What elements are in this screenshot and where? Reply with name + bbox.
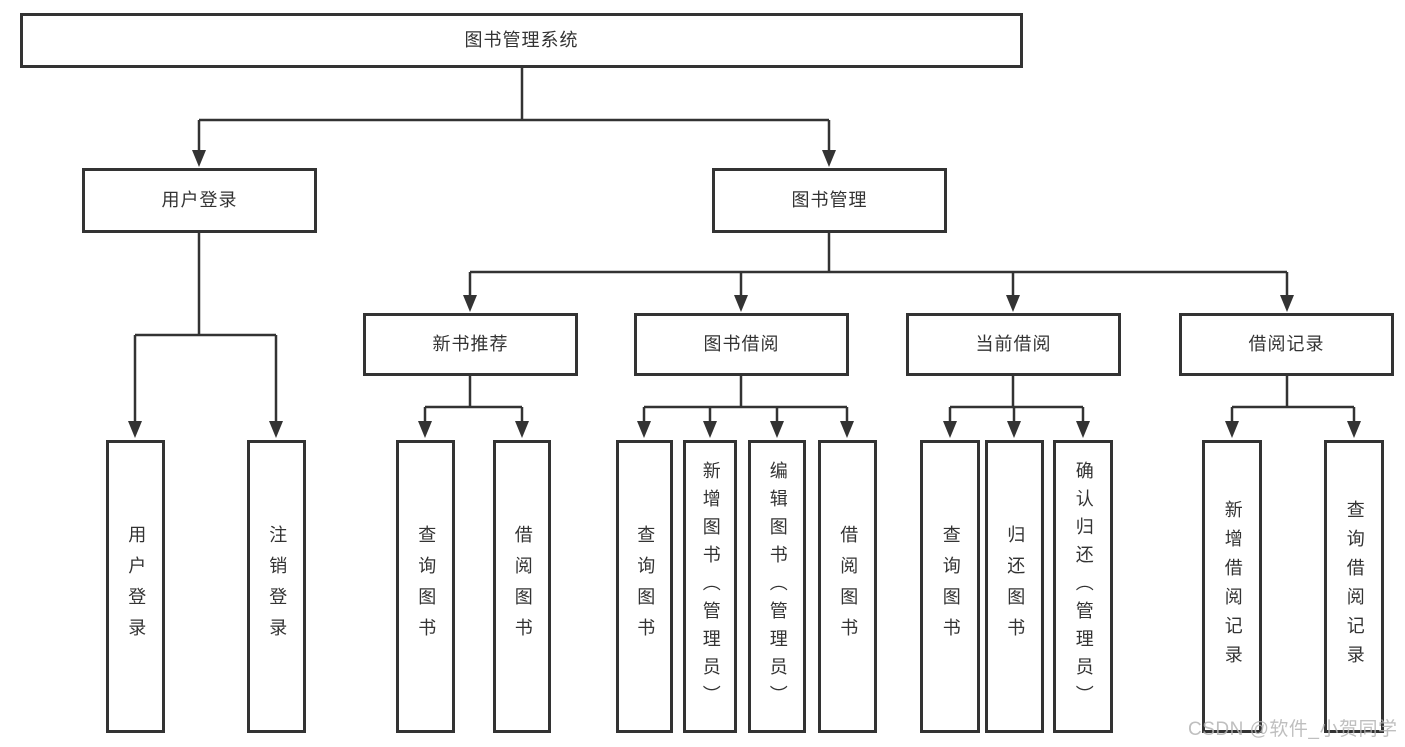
leaf-query-borrow-record: 查询借阅记录: [1324, 440, 1384, 733]
arrow-down-icon: [192, 150, 206, 167]
leaf-add-book-admin: 新增图书（管理员）: [683, 440, 737, 733]
node-user-login: 用户登录: [82, 168, 317, 233]
arrow-down-icon: [734, 295, 748, 312]
arrow-down-icon: [822, 150, 836, 167]
leaf-query-books-current: 查询图书: [920, 440, 980, 733]
arrow-down-icon: [703, 421, 717, 438]
arrow-down-icon: [1006, 295, 1020, 312]
watermark: CSDN @软件_小贺同学: [1188, 719, 1398, 740]
leaf-confirm-return-admin: 确认归还（管理员）: [1053, 440, 1113, 733]
leaf-borrow-books: 借阅图书: [818, 440, 877, 733]
node-root: 图书管理系统: [20, 13, 1023, 68]
arrow-down-icon: [463, 295, 477, 312]
node-current-borrow: 当前借阅: [906, 313, 1121, 376]
leaf-return-book: 归还图书: [985, 440, 1044, 733]
connector-path: [133, 68, 1356, 426]
arrow-down-icon: [1347, 421, 1361, 438]
leaf-query-books-recommend: 查询图书: [396, 440, 455, 733]
node-book-management: 图书管理: [712, 168, 947, 233]
arrow-down-icon: [637, 421, 651, 438]
leaf-logout: 注销登录: [247, 440, 306, 733]
node-borrow-records: 借阅记录: [1179, 313, 1394, 376]
arrow-down-icon: [515, 421, 529, 438]
node-new-book-recommend: 新书推荐: [363, 313, 578, 376]
arrow-down-icon: [943, 421, 957, 438]
arrow-down-icon: [1225, 421, 1239, 438]
leaf-edit-book-admin: 编辑图书（管理员）: [748, 440, 806, 733]
arrow-down-icon: [1076, 421, 1090, 438]
node-book-borrow: 图书借阅: [634, 313, 849, 376]
leaf-borrow-books-recommend: 借阅图书: [493, 440, 551, 733]
leaf-user-login: 用户登录: [106, 440, 165, 733]
leaf-add-borrow-record: 新增借阅记录: [1202, 440, 1262, 733]
arrow-down-icon: [418, 421, 432, 438]
arrow-down-icon: [128, 421, 142, 438]
arrow-down-icon: [770, 421, 784, 438]
arrow-down-icon: [840, 421, 854, 438]
arrow-down-icon: [1280, 295, 1294, 312]
arrow-down-icon: [269, 421, 283, 438]
leaf-query-books-borrow: 查询图书: [616, 440, 673, 733]
arrow-down-icon: [1007, 421, 1021, 438]
